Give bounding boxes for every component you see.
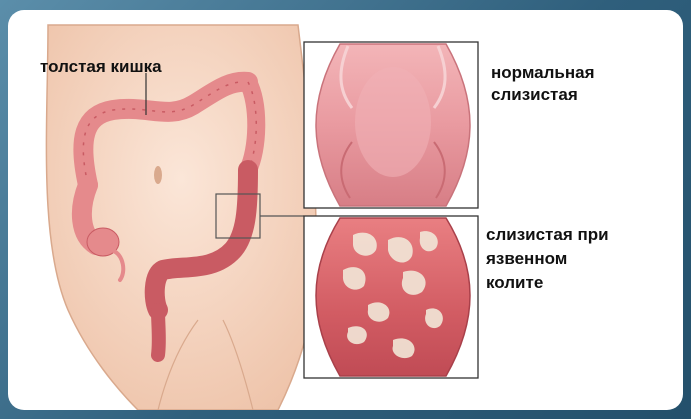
label-colon: толстая кишка [40,56,162,78]
normal-mucosa-illustration [304,42,478,208]
diagram-card: толстая кишка нормальная слизистая слизи… [8,10,683,410]
label-normal-line1: нормальная [491,62,595,84]
label-ulcer-line3: колите [486,272,543,294]
label-ulcer-line1: слизистая при [486,224,609,246]
label-ulcer-line2: язвенном [486,248,567,270]
label-normal-line2: слизистая [491,84,578,106]
ulcerated-mucosa-illustration [304,216,478,378]
